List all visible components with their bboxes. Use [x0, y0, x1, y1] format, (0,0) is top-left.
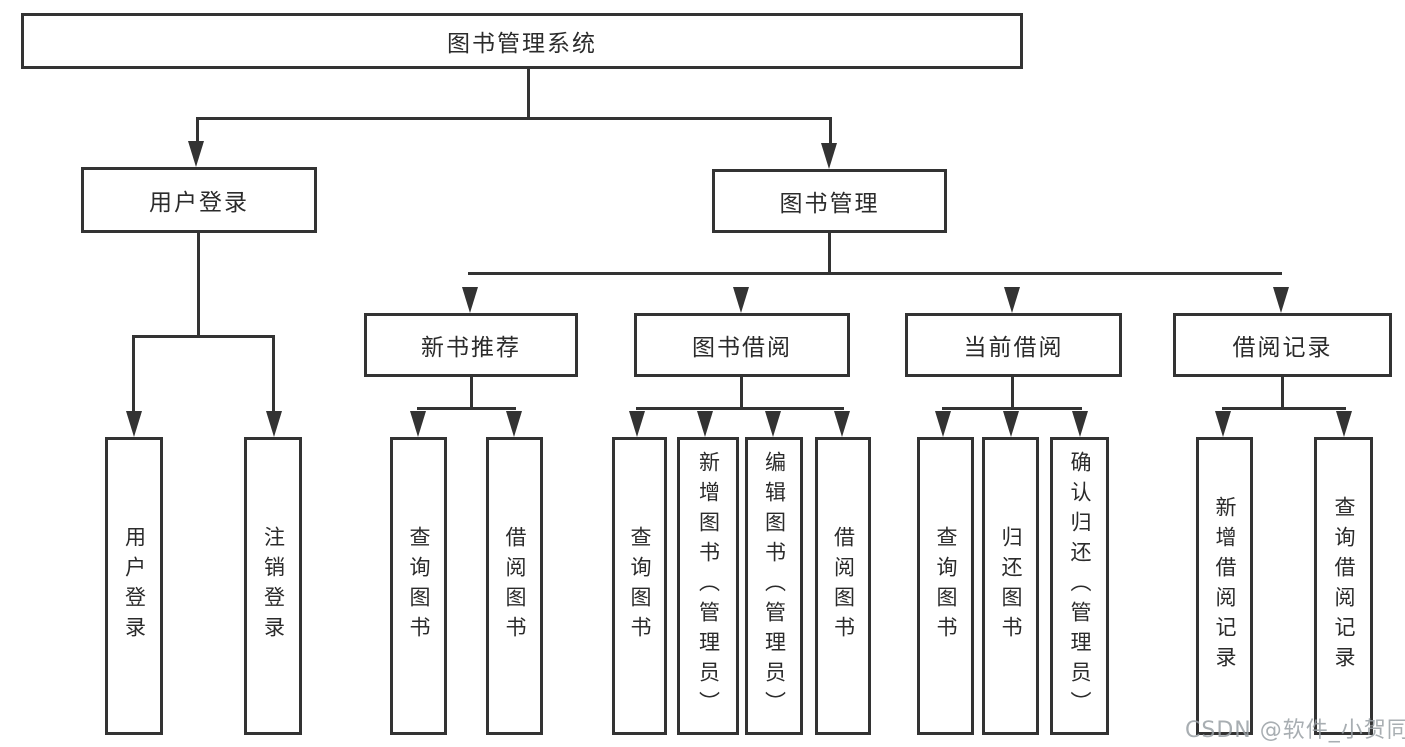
- node-leaf-borrow-books-recommend: 借阅图书: [486, 437, 543, 735]
- node-leaf-query-books-current: 查询图书: [917, 437, 974, 735]
- node-leaf-borrow-books: 借阅图书: [815, 437, 871, 735]
- down-arrow-icon: [1004, 287, 1020, 313]
- down-arrow-icon: [834, 411, 850, 437]
- connector-stem: [197, 233, 200, 335]
- leaf-label: 确认归还（管理员）: [1068, 451, 1093, 721]
- down-arrow-icon: [821, 143, 837, 169]
- down-arrow-icon: [188, 141, 204, 167]
- connector-bar: [468, 272, 1282, 275]
- down-arrow-icon: [126, 411, 142, 437]
- down-arrow-icon: [629, 411, 645, 437]
- down-arrow-icon: [410, 411, 426, 437]
- leaf-label: 查询图书: [628, 526, 653, 646]
- down-arrow-icon: [1336, 411, 1352, 437]
- csdn-watermark: CSDN @软件_小贺同学: [1185, 718, 1405, 743]
- node-current-borrowing: 当前借阅: [905, 313, 1122, 377]
- node-library-management-system: 图书管理系统: [21, 13, 1023, 69]
- connector-bar: [132, 335, 275, 338]
- leaf-label: 注销登录: [261, 526, 286, 646]
- node-book-borrowing: 图书借阅: [634, 313, 850, 377]
- connector-bar: [1222, 407, 1346, 410]
- connector-bar: [417, 407, 516, 410]
- down-arrow-icon: [506, 411, 522, 437]
- down-arrow-icon: [1072, 411, 1088, 437]
- connector-stem: [828, 233, 831, 272]
- leaf-label: 借阅图书: [831, 526, 856, 646]
- node-borrowing-records: 借阅记录: [1173, 313, 1392, 377]
- connector-stem: [1011, 377, 1014, 407]
- connector-drop: [196, 117, 199, 145]
- connector-root-stem: [527, 69, 530, 117]
- connector-bar: [636, 407, 844, 410]
- node-leaf-edit-books-admin: 编辑图书（管理员）: [745, 437, 803, 735]
- leaf-label: 归还图书: [999, 526, 1024, 646]
- connector-bar: [942, 407, 1082, 410]
- down-arrow-icon: [1215, 411, 1231, 437]
- down-arrow-icon: [765, 411, 781, 437]
- leaf-label: 新增借阅记录: [1213, 496, 1238, 676]
- node-book-management: 图书管理: [712, 169, 947, 233]
- node-leaf-query-books-borrowing: 查询图书: [612, 437, 667, 735]
- leaf-label: 查询借阅记录: [1332, 496, 1357, 676]
- node-leaf-add-borrow-record: 新增借阅记录: [1196, 437, 1253, 735]
- connector-drop: [272, 335, 275, 412]
- connector-stem: [740, 377, 743, 407]
- connector-drop: [132, 335, 135, 412]
- node-new-book-recommendation: 新书推荐: [364, 313, 578, 377]
- node-leaf-user-login: 用户登录: [105, 437, 163, 735]
- down-arrow-icon: [935, 411, 951, 437]
- down-arrow-icon: [733, 287, 749, 313]
- connector-drop: [829, 117, 832, 145]
- node-leaf-return-books: 归还图书: [982, 437, 1039, 735]
- node-leaf-query-borrow-record: 查询借阅记录: [1314, 437, 1373, 735]
- leaf-label: 新增图书（管理员）: [696, 451, 721, 721]
- connector-stem: [470, 377, 473, 407]
- leaf-label: 查询图书: [407, 526, 432, 646]
- connector-root-bar: [196, 117, 832, 120]
- down-arrow-icon: [462, 287, 478, 313]
- connector-stem: [1281, 377, 1284, 407]
- leaf-label: 借阅图书: [503, 526, 528, 646]
- leaf-label: 查询图书: [934, 526, 959, 646]
- leaf-label: 用户登录: [122, 526, 147, 646]
- node-leaf-confirm-return-admin: 确认归还（管理员）: [1050, 437, 1109, 735]
- node-leaf-logout: 注销登录: [244, 437, 302, 735]
- node-leaf-add-books-admin: 新增图书（管理员）: [677, 437, 739, 735]
- leaf-label: 编辑图书（管理员）: [762, 451, 787, 721]
- down-arrow-icon: [1273, 287, 1289, 313]
- node-leaf-query-books-recommend: 查询图书: [390, 437, 447, 735]
- down-arrow-icon: [697, 411, 713, 437]
- node-user-login: 用户登录: [81, 167, 317, 233]
- down-arrow-icon: [1003, 411, 1019, 437]
- down-arrow-icon: [266, 411, 282, 437]
